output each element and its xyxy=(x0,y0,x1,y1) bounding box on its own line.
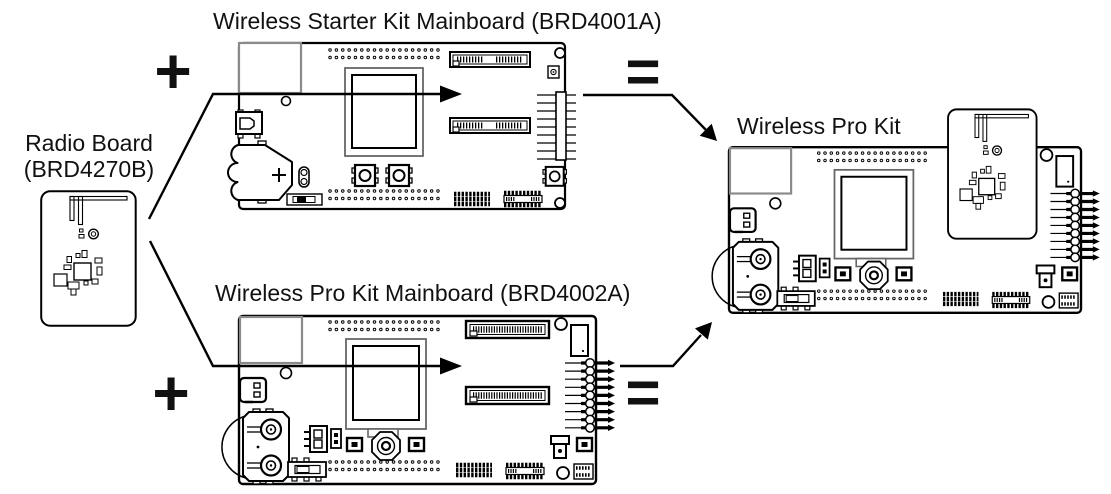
pro-kit-mainboard-illustration xyxy=(220,314,617,486)
equals-operator-bottom: = xyxy=(625,359,661,426)
plus-operator-bottom: + xyxy=(152,357,190,429)
mounted-radio-board-illustration xyxy=(947,108,1038,240)
pro-kit-title: Wireless Pro Kit xyxy=(737,113,901,139)
starter-kit-mainboard-illustration xyxy=(227,41,576,211)
pro-kit-mainboard-title: Wireless Pro Kit Mainboard (BRD4002A) xyxy=(215,280,631,306)
radio-board-label: Radio Board (BRD4270B) xyxy=(10,130,168,182)
starter-kit-mainboard-title: Wireless Starter Kit Mainboard (BRD4001A… xyxy=(213,8,662,34)
plus-operator-top: + xyxy=(154,35,192,107)
radio-board-label-line1: Radio Board xyxy=(25,130,153,156)
radio-board-label-line2: (BRD4270B) xyxy=(23,156,155,182)
pro-kit-illustration xyxy=(711,108,1102,315)
equals-operator-top: = xyxy=(625,38,661,105)
radio-board-illustration xyxy=(40,190,137,327)
